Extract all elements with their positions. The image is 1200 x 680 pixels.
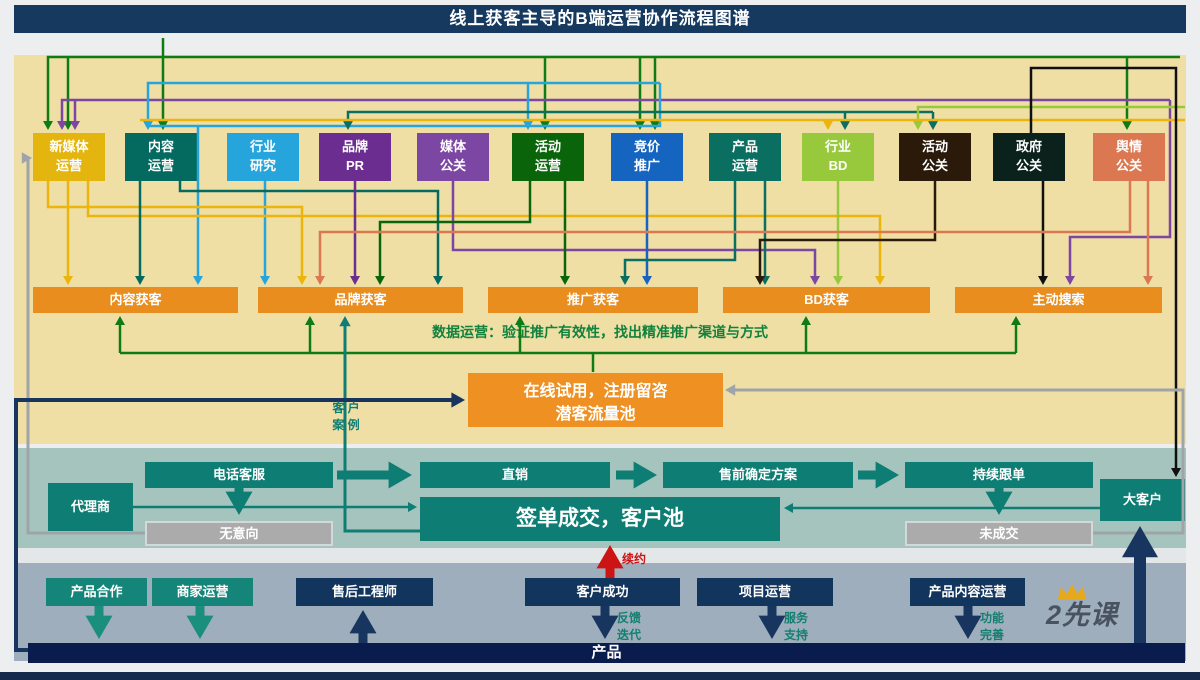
department-box-sem: 竞价推广	[611, 133, 683, 181]
department-label: 新媒体	[49, 139, 89, 154]
direct-sales-box: 直销	[420, 462, 610, 488]
divider-strip	[14, 548, 1186, 563]
channel-box-brand: 品牌获客	[258, 287, 463, 313]
department-label: 舆情	[1115, 139, 1142, 154]
department-box-industry-research: 行业研究	[227, 133, 299, 181]
product-coop-box: 产品合作	[46, 578, 147, 606]
product-bar: 产品	[28, 643, 1185, 663]
deal-pool-box: 签单成交，客户池	[420, 497, 780, 541]
department-label: 运营	[55, 157, 82, 173]
presale-plan-box: 售前确定方案	[663, 462, 853, 488]
channel-box-bd: BD获客	[723, 287, 930, 313]
key-account-box: 大客户	[1100, 479, 1185, 521]
department-box-brand-pr: 品牌 PR	[319, 133, 391, 181]
department-label: BD	[828, 157, 848, 173]
channel-box-promo: 推广获客	[488, 287, 698, 313]
department-label: 运营	[147, 157, 174, 173]
channel-box-content: 内容获客	[33, 287, 238, 313]
department-label: 公关	[439, 157, 466, 173]
channel-box-search: 主动搜索	[955, 287, 1162, 313]
no-intent-box: 无意向	[145, 521, 333, 546]
department-box-product-ops: 产品运营	[709, 133, 781, 181]
department-box-media-pr: 媒体公关	[417, 133, 489, 181]
department-box-gov-pr: 政府公关	[993, 133, 1065, 181]
department-box-event-pr: 活动公关	[899, 133, 971, 181]
department-label: 行业	[249, 139, 276, 154]
department-box-public-opinion-pr: 舆情公关	[1093, 133, 1165, 181]
department-box-industry-bd: 行业 BD	[802, 133, 874, 181]
department-label: 活动	[921, 139, 948, 154]
department-label: 媒体	[439, 139, 466, 154]
data-ops-note: 数据运营：验证推广有效性，找出精准推广渠道与方式	[432, 324, 768, 340]
lost-deal-box: 未成交	[905, 521, 1093, 546]
lead-pool-line2: 潜客流量池	[555, 406, 636, 424]
lead-pool-line1: 在线试用，注册留咨	[523, 383, 668, 400]
after-sales-box: 售后工程师	[296, 578, 433, 606]
footer-strip	[0, 672, 1200, 680]
crown-icon	[1058, 584, 1086, 599]
product-content-ops-box: 产品内容运营	[910, 578, 1025, 606]
department-label: 公关	[921, 157, 948, 173]
department-label: 研究	[249, 157, 276, 173]
department-label: 政府	[1015, 139, 1042, 154]
renewal-label: 续约	[622, 552, 647, 566]
department-label: PR	[345, 157, 365, 173]
department-label: 运营	[534, 157, 561, 173]
feedback-label: 反馈迭代	[617, 611, 642, 643]
department-label: 推广	[633, 157, 660, 173]
department-label: 竞价	[633, 139, 660, 154]
service-support-label: 服务支持	[784, 611, 809, 643]
department-label: 公关	[1115, 157, 1142, 173]
department-box-event-ops: 活动运营	[512, 133, 584, 181]
department-box-content-ops: 内容运营	[125, 133, 197, 181]
department-label: 产品	[731, 139, 758, 154]
department-label: 活动	[534, 139, 561, 154]
department-box-new-media: 新媒体运营	[33, 133, 105, 181]
agent-box: 代理商	[48, 483, 133, 531]
department-label: 内容	[147, 139, 174, 154]
follow-up-box: 持续跟单	[905, 462, 1093, 488]
project-ops-box: 项目运营	[697, 578, 833, 606]
watermark-logo: 2先课	[1046, 582, 1118, 629]
lead-pool-box: 在线试用，注册留咨 潜客流量池	[468, 373, 723, 427]
department-label: 公关	[1015, 157, 1042, 173]
department-label: 行业	[824, 139, 851, 154]
feature-label: 功能完善	[980, 611, 1005, 643]
department-label: 运营	[731, 157, 758, 173]
phone-service-box: 电话客服	[145, 462, 333, 488]
page-title: 线上获客主导的B端运营协作流程图谱	[14, 5, 1186, 33]
customer-success-box: 客户成功	[525, 578, 680, 606]
department-label: 品牌	[341, 139, 368, 154]
logo-text: 2先课	[1046, 600, 1119, 630]
customer-case-label: 客 户 案 例	[332, 401, 360, 433]
merchant-ops-box: 商家运营	[152, 578, 253, 606]
